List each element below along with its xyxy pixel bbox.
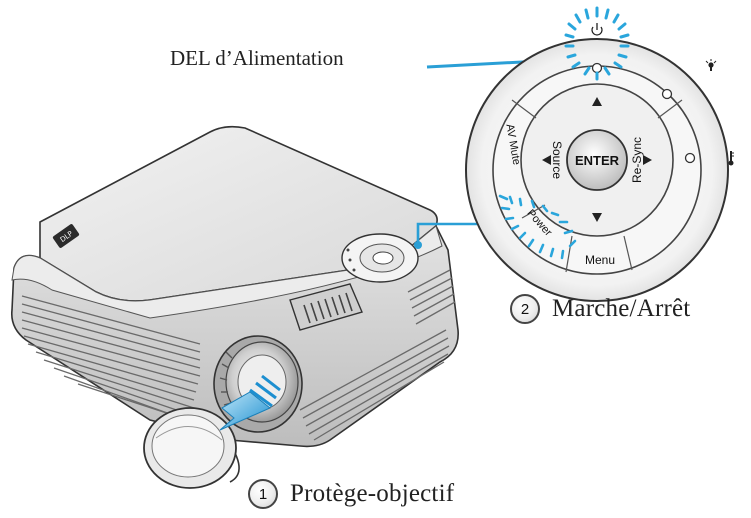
source-button[interactable]: Source — [550, 141, 564, 179]
step-2-label: Marche/Arrêt — [552, 295, 691, 322]
lens-cap — [143, 407, 240, 489]
projector-keypad — [341, 233, 419, 283]
power-led-icon — [591, 23, 603, 36]
led-label: DEL d’Alimentation — [170, 46, 344, 70]
keypad-arrows — [542, 97, 652, 222]
step-1-label: Protège-objectif — [290, 480, 455, 507]
projector-body: DLP — [10, 125, 459, 489]
enter-button[interactable]: ENTER — [575, 153, 620, 168]
resync-button[interactable]: Re-Sync — [630, 137, 644, 183]
lamp-led-icon — [705, 59, 717, 71]
callout-lens-cap: 1 Protège-objectif — [248, 479, 454, 509]
callout-power: 2 Marche/Arrêt — [510, 294, 690, 324]
left-vents — [21, 295, 201, 425]
step-1-badge: 1 — [248, 479, 278, 509]
down-arrow-icon[interactable] — [592, 213, 602, 222]
up-arrow-icon[interactable] — [592, 97, 602, 106]
menu-button[interactable]: Menu — [585, 253, 615, 267]
temp-led-icon — [728, 151, 734, 166]
zoom-ring — [289, 283, 363, 331]
keypad-zoom — [465, 6, 729, 302]
right-vents — [299, 269, 456, 441]
left-arrow-icon[interactable] — [542, 155, 551, 165]
right-arrow-icon[interactable] — [643, 155, 652, 165]
dlp-logo: DLP — [52, 224, 80, 248]
power-button-glow — [498, 194, 577, 260]
led-glow — [564, 6, 630, 81]
step-2-badge: 2 — [510, 294, 540, 324]
lens-cap-arrow — [219, 374, 281, 431]
